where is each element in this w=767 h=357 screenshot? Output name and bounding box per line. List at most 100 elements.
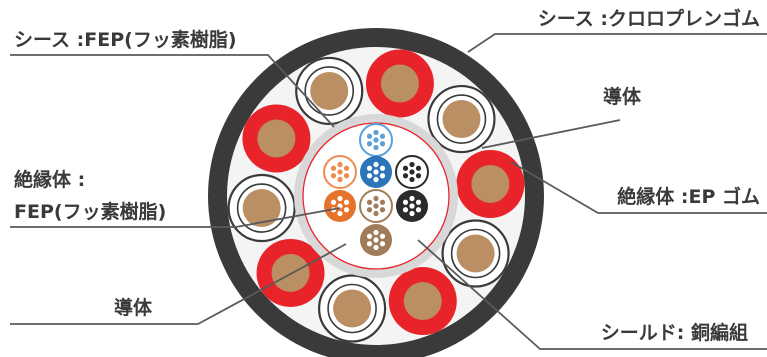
conductor — [271, 253, 310, 292]
power-core-ep — [242, 104, 311, 173]
strand — [330, 199, 337, 205]
strand — [409, 176, 415, 183]
signal-core-bundle — [396, 190, 428, 222]
strand — [373, 129, 379, 136]
strand — [337, 203, 343, 209]
strand — [415, 173, 422, 179]
strand — [415, 199, 422, 205]
strand — [366, 233, 373, 239]
leader-conductor-bottom — [10, 243, 347, 325]
strand — [337, 169, 343, 175]
strand — [379, 133, 386, 139]
leader-insulator-ep — [510, 161, 767, 214]
conductor — [442, 100, 481, 139]
strand — [379, 173, 386, 179]
signal-core-bundle — [360, 156, 392, 188]
power-core-ep — [365, 49, 434, 118]
strand — [373, 144, 379, 151]
power-core-fep — [317, 274, 387, 343]
signal-core-bundle — [323, 155, 357, 189]
strand — [343, 207, 350, 213]
strand — [409, 210, 415, 217]
leader-shield — [417, 239, 767, 350]
strand — [379, 241, 386, 247]
strand — [373, 244, 379, 251]
strand — [402, 165, 409, 171]
strand — [402, 199, 409, 205]
strand — [373, 176, 379, 183]
power-core-ep — [456, 149, 525, 218]
strand — [415, 165, 422, 171]
strand — [373, 229, 379, 236]
signal-core-bundle — [359, 123, 393, 157]
power-core-ep — [256, 238, 325, 307]
power-core-fep — [295, 56, 364, 126]
label-insulator-ep: 絶縁体 :EP ゴム — [617, 185, 760, 208]
leader-conductor-top — [481, 119, 621, 149]
strand — [409, 161, 415, 168]
strand — [379, 141, 386, 147]
strand — [366, 207, 373, 213]
label-insulator-fep-line2: FEP(フッ素樹脂) — [14, 200, 166, 223]
power-core-ep — [388, 267, 457, 336]
strand — [373, 203, 379, 209]
strand — [373, 210, 379, 217]
strand — [366, 199, 373, 205]
signal-cores — [323, 123, 429, 256]
strand — [366, 165, 373, 171]
strand — [330, 165, 337, 171]
conductor — [471, 164, 510, 203]
leader-sheath-chloroprene — [467, 33, 767, 53]
strand — [373, 161, 379, 168]
strand — [337, 176, 343, 183]
signal-core-bundle — [395, 155, 429, 189]
strand — [409, 195, 415, 202]
strand — [366, 133, 373, 139]
power-core-fep — [227, 173, 296, 243]
strand — [343, 173, 350, 179]
leader-insulator-fep — [10, 207, 341, 228]
conductor — [333, 289, 372, 328]
strand — [402, 173, 409, 179]
leader-sheath-fep — [10, 54, 335, 128]
conductor — [380, 64, 419, 103]
strand — [373, 169, 379, 175]
conductor — [242, 189, 281, 228]
signal-core-bundle — [360, 224, 392, 256]
conductor — [257, 119, 296, 158]
strand — [366, 141, 373, 147]
strand — [330, 173, 337, 179]
strand — [409, 169, 415, 175]
strand — [366, 173, 373, 179]
strand — [379, 233, 386, 239]
strand — [402, 207, 409, 213]
strand — [343, 199, 350, 205]
strand — [337, 161, 343, 168]
label-sheath-fep: シース :FEP(フッ素樹脂) — [14, 28, 237, 51]
strand — [373, 195, 379, 202]
label-conductor-top: 導体 — [603, 85, 642, 108]
strand — [379, 199, 386, 205]
conductor — [403, 282, 442, 321]
strand — [373, 237, 379, 243]
strand — [409, 203, 415, 209]
power-core-fep — [441, 219, 510, 288]
strand — [373, 137, 379, 143]
label-shield: シールド: 銅編組 — [601, 321, 748, 344]
label-conductor-bottom: 導体 — [114, 296, 153, 319]
strand — [379, 165, 386, 171]
signal-core-bundle — [359, 189, 393, 223]
strand — [366, 241, 373, 247]
conductor — [310, 71, 349, 110]
label-sheath-chloroprene: シース :クロロプレンゴム — [538, 7, 760, 30]
strand — [379, 207, 386, 213]
strand — [337, 210, 343, 217]
strand — [415, 207, 422, 213]
conductor — [456, 234, 495, 273]
power-core-fep — [427, 84, 496, 154]
strand — [343, 165, 350, 171]
strand — [337, 195, 343, 202]
signal-core-bundle — [324, 190, 356, 222]
